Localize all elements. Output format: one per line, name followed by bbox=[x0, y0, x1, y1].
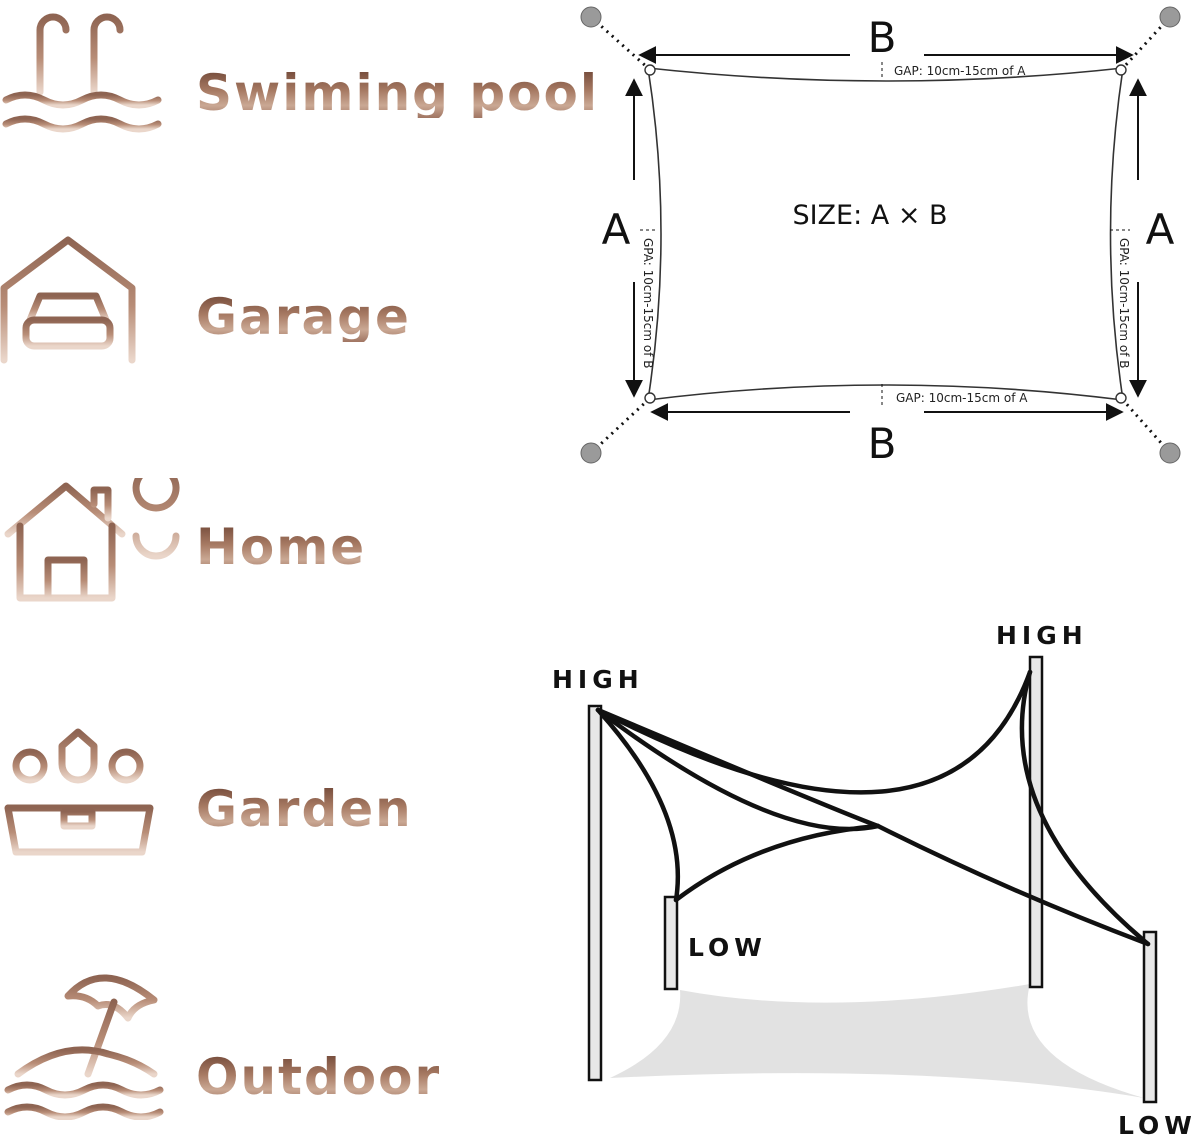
size-diagram: B GAP: 10cm-15cm of A B GAP: 10cm-15cm o… bbox=[560, 0, 1200, 480]
sail-edges bbox=[595, 669, 1151, 947]
feature-label-garage: Garage bbox=[196, 288, 411, 346]
garage-icon bbox=[0, 234, 140, 364]
dimension-label-a-right: A bbox=[1146, 205, 1175, 254]
gap-note-bottom: GAP: 10cm-15cm of A bbox=[896, 391, 1028, 405]
anchor-point-top-right bbox=[1159, 6, 1181, 28]
label-low-right: LOW bbox=[1118, 1111, 1197, 1138]
garden-icon bbox=[0, 724, 160, 858]
feature-label-swimming-pool: Swiming pool bbox=[196, 64, 600, 122]
dimension-label-a-left: A bbox=[602, 205, 631, 254]
home-icon bbox=[4, 478, 194, 604]
dimension-label-b-bottom: B bbox=[868, 419, 897, 468]
feature-label-outdoor: Outdoor bbox=[196, 1048, 442, 1106]
gap-note-top: GAP: 10cm-15cm of A bbox=[894, 64, 1026, 78]
anchor-point-top-left bbox=[580, 6, 602, 28]
corner-rings bbox=[644, 64, 1127, 404]
gap-note-left: GPA: 10cm-15cm of B bbox=[641, 238, 655, 369]
gap-note-right: GPA: 10cm-15cm of B bbox=[1117, 238, 1131, 369]
feature-label-garden: Garden bbox=[196, 780, 413, 838]
dimension-label-b-top: B bbox=[868, 13, 897, 62]
feature-label-home: Home bbox=[196, 518, 367, 576]
pole-high-right bbox=[1028, 655, 1044, 989]
label-high-right: HIGH bbox=[996, 621, 1088, 650]
label-high-left: HIGH bbox=[552, 665, 644, 694]
ground-shadow bbox=[610, 984, 1144, 1098]
swimming-pool-icon bbox=[2, 6, 162, 134]
pole-low-left bbox=[663, 895, 679, 991]
size-formula: SIZE: A × B bbox=[792, 200, 947, 231]
anchor-point-bottom-left bbox=[580, 442, 602, 464]
outdoor-icon bbox=[4, 956, 164, 1120]
pole-low-right bbox=[1142, 930, 1158, 1104]
label-low-left: LOW bbox=[688, 933, 767, 962]
install-diagram: HIGH HIGH LOW LOW bbox=[540, 612, 1200, 1138]
pole-high-left bbox=[587, 704, 603, 1082]
anchor-point-bottom-right bbox=[1159, 442, 1181, 464]
sail-outline bbox=[647, 67, 1124, 401]
